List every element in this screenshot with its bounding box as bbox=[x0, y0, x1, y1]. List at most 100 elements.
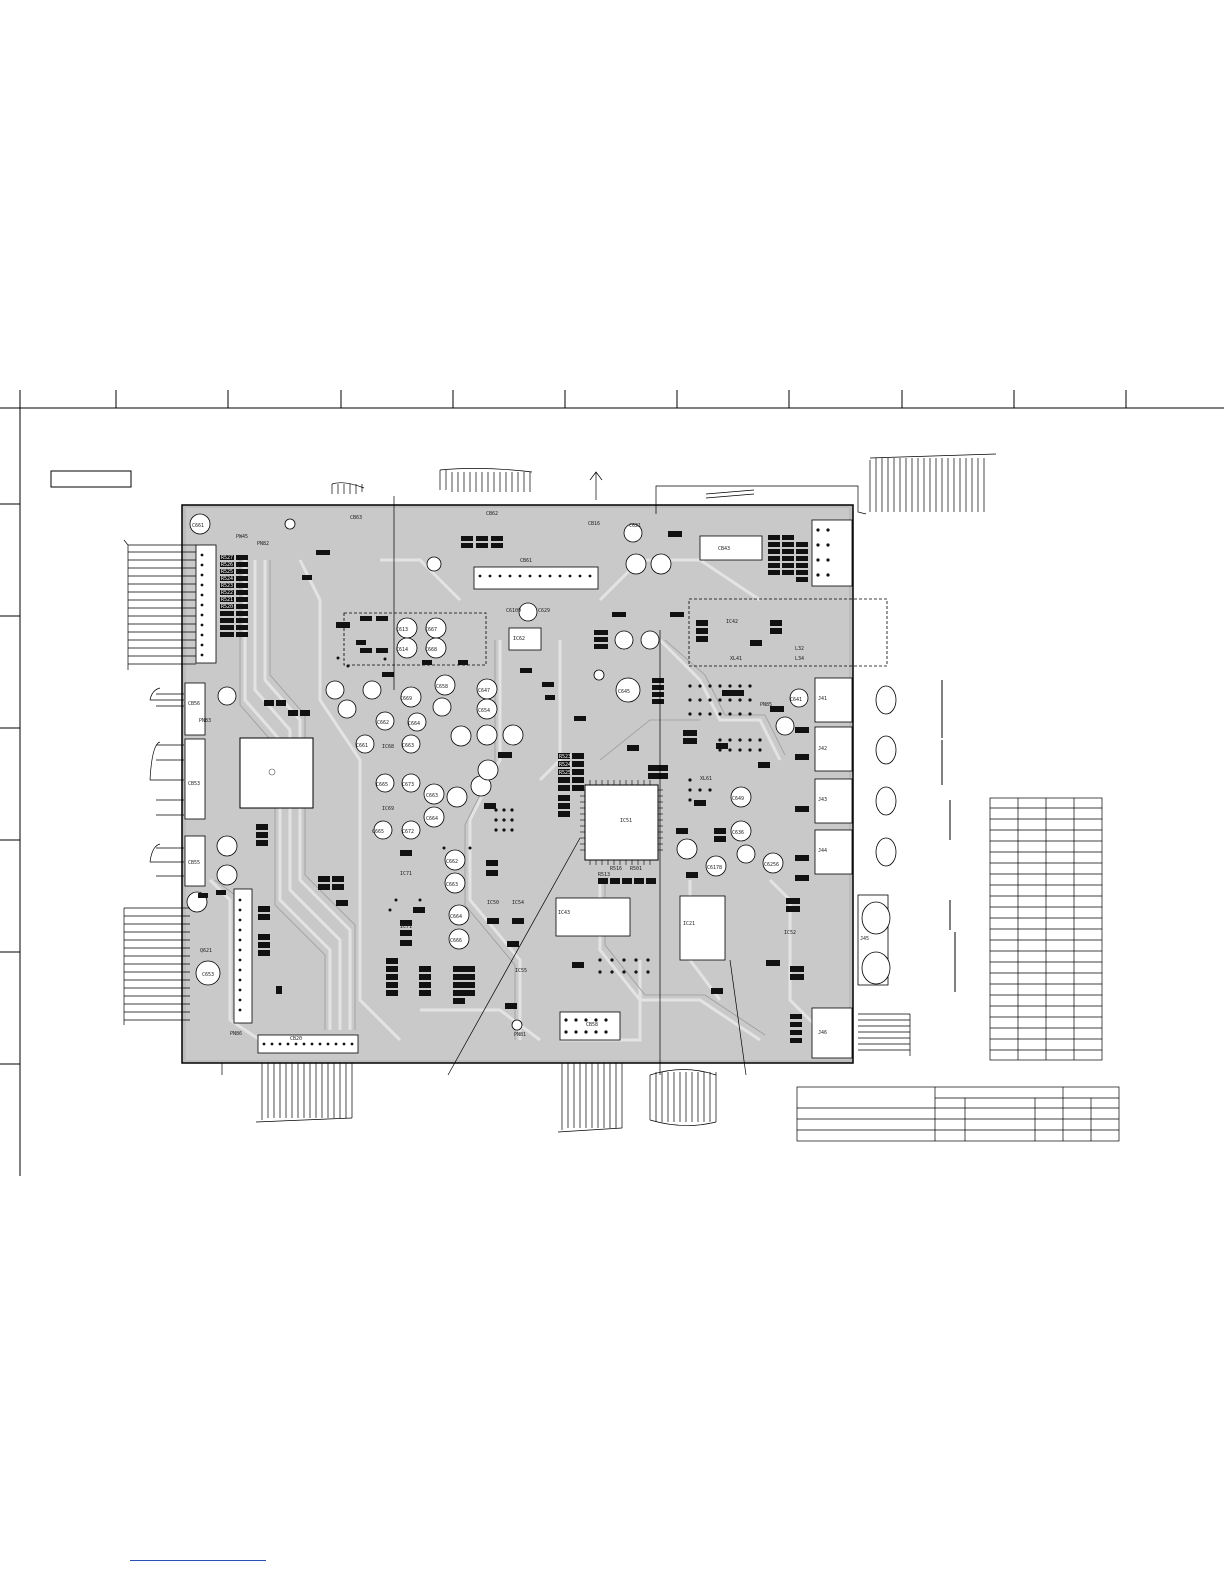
svg-text:IC54: IC54 bbox=[512, 900, 524, 906]
svg-text:IC55: IC55 bbox=[515, 968, 527, 974]
svg-text:C663: C663 bbox=[446, 882, 458, 888]
svg-text:PN85: PN85 bbox=[760, 702, 772, 708]
svg-text:R523: R523 bbox=[221, 583, 233, 589]
svg-text:IC42: IC42 bbox=[726, 619, 738, 625]
svg-text:PN82: PN82 bbox=[257, 541, 269, 547]
svg-text:CB56: CB56 bbox=[188, 701, 200, 707]
svg-text:IC71: IC71 bbox=[400, 924, 412, 930]
svg-text:IC52: IC52 bbox=[784, 930, 796, 936]
svg-text:Q621: Q621 bbox=[200, 948, 212, 954]
svg-text:C653: C653 bbox=[202, 972, 214, 978]
svg-text:C664: C664 bbox=[408, 721, 420, 727]
svg-text:C636: C636 bbox=[732, 830, 744, 836]
svg-text:PN86: PN86 bbox=[230, 1031, 242, 1037]
svg-text:C649: C649 bbox=[732, 796, 744, 802]
svg-text:C647: C647 bbox=[478, 688, 490, 694]
title-box bbox=[50, 470, 132, 488]
svg-text:C6256: C6256 bbox=[764, 862, 779, 868]
svg-text:C664: C664 bbox=[426, 816, 438, 822]
svg-text:C663: C663 bbox=[402, 743, 414, 749]
svg-text:CB20: CB20 bbox=[290, 1036, 302, 1042]
wire-bundles bbox=[123, 453, 997, 1133]
left-qfp-ic bbox=[239, 737, 314, 809]
svg-text:R524: R524 bbox=[221, 576, 233, 582]
svg-text:CB53: CB53 bbox=[188, 781, 200, 787]
svg-text:J42: J42 bbox=[818, 746, 827, 752]
svg-text:R523: R523 bbox=[559, 754, 571, 760]
svg-text:C664: C664 bbox=[450, 914, 462, 920]
svg-text:R525: R525 bbox=[559, 770, 571, 776]
svg-text:C667: C667 bbox=[425, 627, 437, 633]
svg-text:J46: J46 bbox=[818, 1030, 827, 1036]
svg-text:C641: C641 bbox=[790, 697, 802, 703]
svg-text:C668: C668 bbox=[425, 647, 437, 653]
svg-text:IC69: IC69 bbox=[382, 806, 394, 812]
svg-text:XL61: XL61 bbox=[700, 776, 712, 782]
svg-text:CB55: CB55 bbox=[188, 860, 200, 866]
dashed-regions bbox=[343, 598, 888, 667]
svg-text:CB43: CB43 bbox=[718, 546, 730, 552]
svg-text:C666: C666 bbox=[450, 938, 462, 944]
svg-text:C669: C669 bbox=[400, 696, 412, 702]
svg-text:C662: C662 bbox=[446, 859, 458, 865]
svg-text:CB16: CB16 bbox=[588, 521, 600, 527]
svg-text:J44: J44 bbox=[818, 848, 827, 854]
svg-text:IC43: IC43 bbox=[558, 910, 570, 916]
svg-text:C672: C672 bbox=[402, 829, 414, 835]
svg-text:C665: C665 bbox=[376, 782, 388, 788]
main-ic-ic51 bbox=[580, 780, 663, 865]
vias bbox=[200, 528, 830, 1046]
svg-text:J41: J41 bbox=[818, 696, 827, 702]
svg-text:L34: L34 bbox=[795, 656, 804, 662]
svg-text:R513: R513 bbox=[598, 872, 610, 878]
svg-text:IC68: IC68 bbox=[382, 744, 394, 750]
svg-text:C661: C661 bbox=[192, 523, 204, 529]
svg-text:C661: C661 bbox=[356, 743, 368, 749]
svg-text:C621: C621 bbox=[629, 523, 641, 529]
svg-text:IC51: IC51 bbox=[620, 818, 632, 824]
svg-text:CB58: CB58 bbox=[586, 1022, 598, 1028]
page-frame bbox=[0, 390, 1224, 1176]
side-table bbox=[989, 797, 1103, 1061]
svg-text:R516: R516 bbox=[610, 866, 622, 872]
svg-text:CB62: CB62 bbox=[486, 511, 498, 517]
svg-text:XL41: XL41 bbox=[730, 656, 742, 662]
svg-text:C662: C662 bbox=[377, 720, 389, 726]
svg-text:R525: R525 bbox=[221, 569, 233, 575]
svg-text:C665: C665 bbox=[372, 829, 384, 835]
svg-text:R501: R501 bbox=[630, 866, 642, 872]
sop-ics bbox=[257, 535, 763, 1054]
svg-text:C629: C629 bbox=[538, 608, 550, 614]
svg-text:L32: L32 bbox=[795, 646, 804, 652]
svg-text:CB61: CB61 bbox=[520, 558, 532, 564]
svg-text:C654: C654 bbox=[478, 708, 490, 714]
right-ticks bbox=[941, 680, 956, 992]
svg-text:C663: C663 bbox=[426, 793, 438, 799]
svg-text:C6178: C6178 bbox=[707, 865, 722, 871]
bottom-table bbox=[796, 1086, 1120, 1142]
capacitors bbox=[186, 513, 809, 1031]
svg-text:R521: R521 bbox=[221, 597, 233, 603]
svg-text:J43: J43 bbox=[818, 797, 827, 803]
svg-text:C614: C614 bbox=[396, 647, 408, 653]
svg-text:C613: C613 bbox=[396, 627, 408, 633]
svg-text:R520: R520 bbox=[221, 604, 233, 610]
smd-parts bbox=[198, 531, 809, 1043]
svg-text:CB63: CB63 bbox=[350, 515, 362, 521]
svg-text:IC71: IC71 bbox=[400, 871, 412, 877]
svg-text:R522: R522 bbox=[221, 590, 233, 596]
svg-text:C673: C673 bbox=[402, 782, 414, 788]
svg-text:R524: R524 bbox=[559, 762, 571, 768]
svg-text:C6109: C6109 bbox=[506, 608, 521, 614]
svg-text:PW45: PW45 bbox=[236, 534, 248, 540]
svg-text:PN81: PN81 bbox=[514, 1032, 526, 1038]
svg-text:J45: J45 bbox=[860, 936, 869, 942]
svg-text:IC21: IC21 bbox=[683, 921, 695, 927]
bottom-link-line[interactable] bbox=[130, 1560, 266, 1561]
svg-text:PN83: PN83 bbox=[199, 718, 211, 724]
svg-text:IC62: IC62 bbox=[513, 636, 525, 642]
svg-text:R527: R527 bbox=[221, 555, 233, 561]
